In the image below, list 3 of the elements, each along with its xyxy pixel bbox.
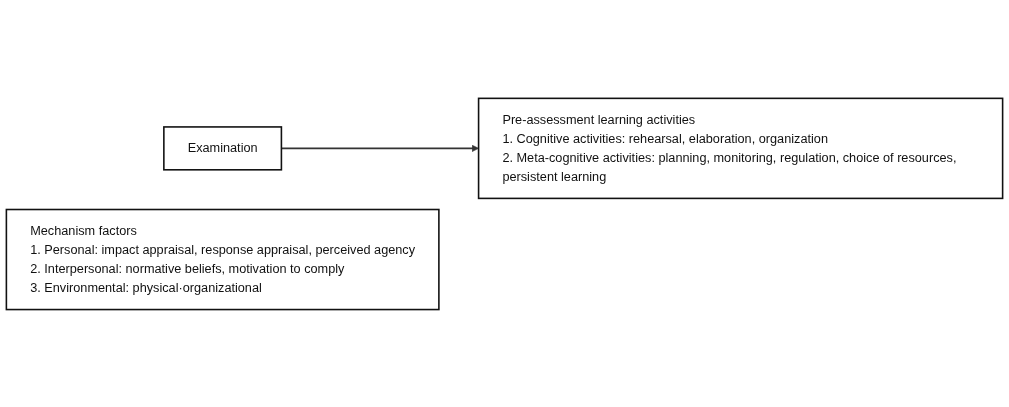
node-box: Mechanism factors 1. Personal: impact appraisal, response appraisal, perceived agency 2. Interpersonal: normative beliefs, motivation to comply 3. Environmental: physical·organizational: [5, 208, 440, 310]
node-box: Pre-assessment learning activities 1. Cognitive activities: rehearsal, elaboration, organization 2. Meta-cognitive activities: planning, monitoring, regulation, choice of resources, persistent learning: [477, 97, 1004, 199]
node-box: Examination: [163, 125, 283, 171]
